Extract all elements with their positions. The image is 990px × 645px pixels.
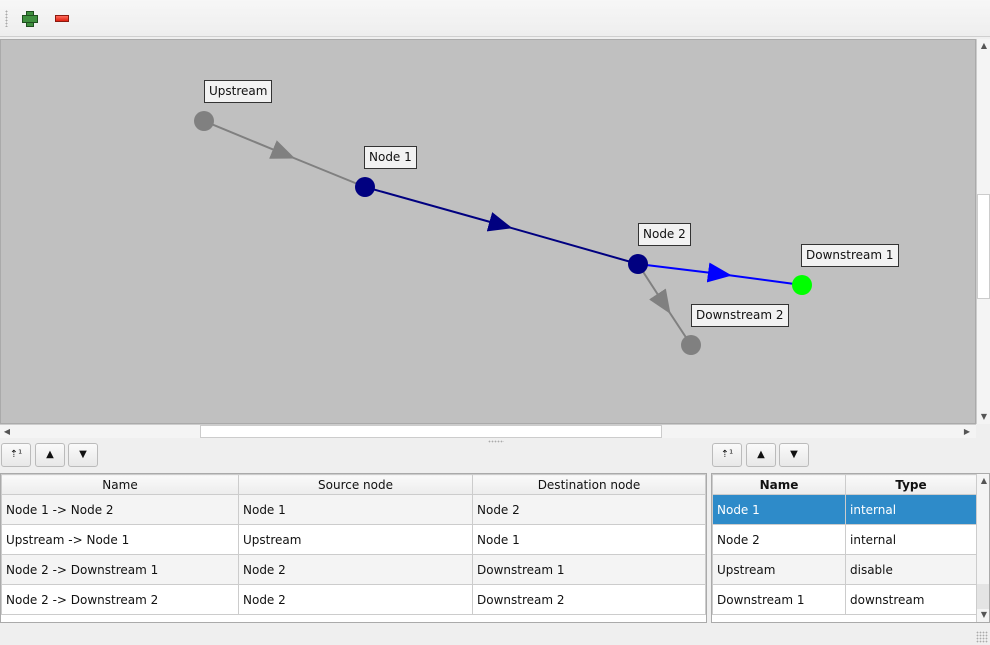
arrow-up-icon: ▲ <box>757 449 765 460</box>
scroll-down-icon[interactable]: ▼ <box>980 412 988 421</box>
move-up-button[interactable]: ▲ <box>746 443 776 467</box>
cell[interactable]: Node 2 -> Downstream 1 <box>1 554 239 585</box>
cell[interactable]: downstream <box>845 584 977 615</box>
cell[interactable]: disable <box>845 554 977 585</box>
node-node1[interactable] <box>355 177 375 197</box>
toolbar-grip[interactable] <box>5 10 8 27</box>
move-down-button[interactable]: ▼ <box>68 443 98 467</box>
horizontal-scrollbar[interactable]: ◀ ▶ <box>0 424 976 438</box>
add-node-button[interactable] <box>22 11 38 27</box>
cell[interactable]: Upstream <box>238 524 473 555</box>
node-downstream1[interactable] <box>792 275 812 295</box>
scroll-thumb[interactable] <box>977 584 989 609</box>
cell[interactable]: Node 2 -> Downstream 2 <box>1 584 239 615</box>
node-downstream2[interactable] <box>681 335 701 355</box>
splitter-handle[interactable] <box>488 440 504 443</box>
node-label: Node 1 <box>364 146 417 169</box>
node-label: Node 2 <box>638 223 691 246</box>
cell[interactable]: Node 1 <box>472 524 706 555</box>
scroll-up-icon[interactable]: ▲ <box>980 476 988 485</box>
column-header-source[interactable]: Source node <box>238 474 473 495</box>
column-header-destination[interactable]: Destination node <box>472 474 706 495</box>
move-down-button[interactable]: ▼ <box>779 443 809 467</box>
cell[interactable]: Node 1 -> Node 2 <box>1 494 239 525</box>
node-label: Downstream 2 <box>691 304 789 327</box>
scroll-right-icon[interactable]: ▶ <box>963 427 971 436</box>
table-vertical-scrollbar[interactable]: ▲ ▼ <box>976 474 989 622</box>
cell[interactable]: internal <box>845 494 977 525</box>
column-header-name[interactable]: Name <box>1 474 239 495</box>
cell[interactable]: Upstream -> Node 1 <box>1 524 239 555</box>
scroll-left-icon[interactable]: ◀ <box>3 427 11 436</box>
edge-upstream-node1[interactable] <box>203 120 366 188</box>
vertical-scrollbar[interactable]: ▲ ▼ <box>976 39 990 424</box>
graph-svg <box>194 111 812 355</box>
sort-button[interactable]: ⇡¹ <box>1 443 31 467</box>
column-header-name[interactable]: Name <box>712 474 846 495</box>
scroll-thumb[interactable] <box>200 425 662 438</box>
cell[interactable]: internal <box>845 524 977 555</box>
node-upstream[interactable] <box>194 111 214 131</box>
links-table: Name Source node Destination node Node 1… <box>0 473 707 623</box>
move-up-button[interactable]: ▲ <box>35 443 65 467</box>
scroll-down-icon[interactable]: ▼ <box>980 610 988 619</box>
column-header-type[interactable]: Type <box>845 474 977 495</box>
cell[interactable]: Upstream <box>712 554 846 585</box>
sort-icon: ⇡¹ <box>720 449 734 460</box>
sort-icon: ⇡¹ <box>9 449 23 460</box>
arrow-up-icon: ▲ <box>46 449 54 460</box>
arrow-down-icon: ▼ <box>790 449 798 460</box>
toolbar <box>0 0 990 37</box>
edge-node2-downstream1[interactable] <box>637 262 803 286</box>
scroll-thumb[interactable] <box>977 194 990 299</box>
cell[interactable]: Downstream 1 <box>712 584 846 615</box>
cell[interactable]: Downstream 2 <box>472 584 706 615</box>
cell[interactable]: Node 2 <box>472 494 706 525</box>
edge-node1-node2[interactable] <box>364 186 639 265</box>
scroll-up-icon[interactable]: ▲ <box>980 41 988 50</box>
cell[interactable]: Node 2 <box>712 524 846 555</box>
remove-node-button[interactable] <box>55 15 69 22</box>
sort-button[interactable]: ⇡¹ <box>712 443 742 467</box>
cell[interactable]: Node 1 <box>712 494 846 525</box>
cell[interactable]: Downstream 1 <box>472 554 706 585</box>
node-label: Upstream <box>204 80 273 103</box>
resize-grip[interactable] <box>976 631 988 643</box>
graph-canvas[interactable]: Upstream Node 1 Node 2 Downstream 1 Down… <box>0 39 976 424</box>
edge-node2-downstream2[interactable] <box>637 263 692 346</box>
node-label: Downstream 1 <box>801 244 899 267</box>
node-node2[interactable] <box>628 254 648 274</box>
arrow-down-icon: ▼ <box>79 449 87 460</box>
cell[interactable]: Node 1 <box>238 494 473 525</box>
cell[interactable]: Node 2 <box>238 554 473 585</box>
cell[interactable]: Node 2 <box>238 584 473 615</box>
